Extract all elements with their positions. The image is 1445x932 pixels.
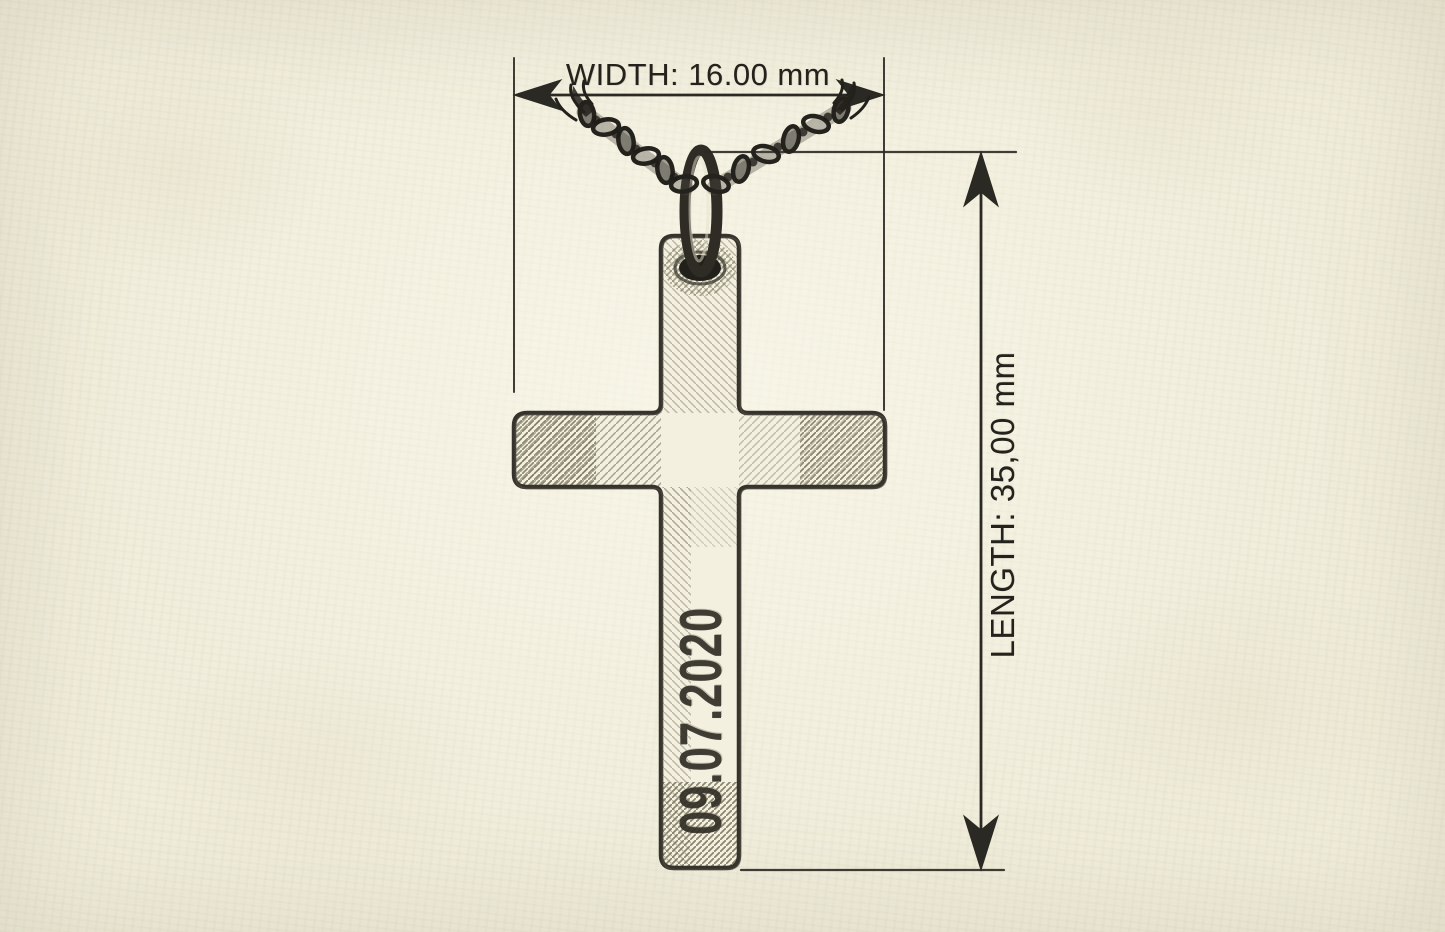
hole-rim (673, 250, 727, 286)
chain-left-joints (591, 115, 679, 182)
length-dimension (703, 150, 1018, 872)
engraved-date: 09.07.2020 (666, 606, 734, 836)
bail-highlight (688, 155, 710, 263)
chain-right-wisps (831, 78, 871, 120)
hatch-right-arm-dense (800, 413, 885, 487)
length-arrowhead-top (963, 150, 999, 208)
bail-assembly (673, 144, 727, 286)
hatch-stem-bottom (661, 782, 739, 868)
necklace-chain (554, 78, 871, 196)
bail-ring (679, 144, 723, 278)
length-arrowhead-bottom (963, 814, 999, 872)
cross-outline-sketch-pass (514, 236, 888, 871)
chain-left-wisps (554, 79, 595, 122)
length-dimension-label: LENGTH: 35,00 mm (984, 351, 1021, 659)
cross-body (514, 236, 885, 868)
width-arrowhead-left (512, 79, 563, 111)
width-dimension-label: WIDTH: 16.00 mm (565, 57, 831, 92)
chain-right-joints (723, 112, 833, 182)
cross-outline (511, 233, 888, 871)
hatch-left-arm-dense (514, 413, 596, 487)
